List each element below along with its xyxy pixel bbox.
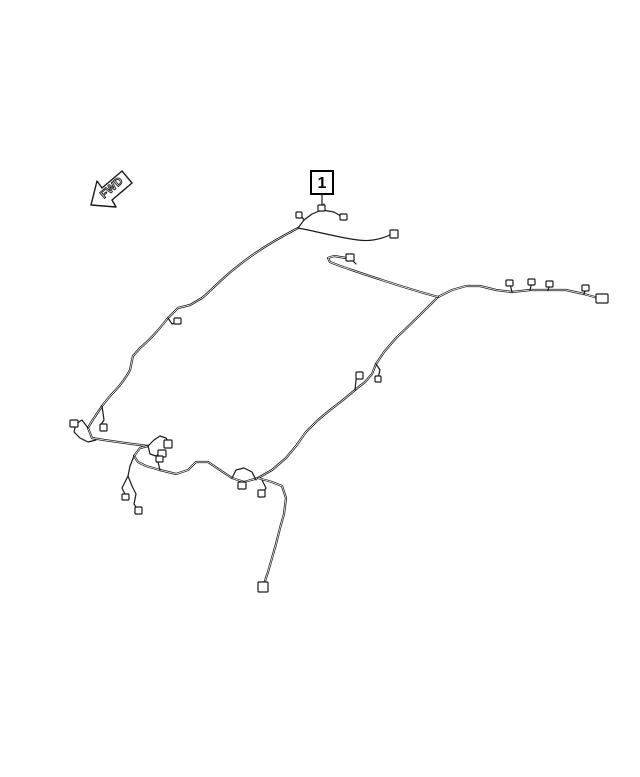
forward-arrow-icon: FWD — [90, 170, 133, 208]
harness-secondary-wires — [73, 203, 587, 511]
connector-right-1 — [505, 279, 514, 287]
harness-main-trunk — [86, 226, 600, 586]
connector-upper-left-clip — [173, 317, 182, 325]
connector-rear-2 — [257, 489, 266, 498]
connector-top-left — [295, 211, 303, 219]
harness-connectors — [69, 204, 609, 593]
connector-bottom — [257, 581, 269, 593]
connector-right-2 — [527, 278, 536, 286]
callout-number: 1 — [318, 175, 327, 192]
connector-left-5 — [155, 455, 164, 463]
connector-left-2 — [99, 423, 108, 432]
connector-top — [389, 229, 399, 239]
connector-lower-left-1 — [121, 493, 130, 501]
connector-top-branch — [339, 213, 348, 221]
connector-left-1 — [69, 419, 79, 428]
connector-callout-branch — [317, 204, 326, 212]
connector-right-3 — [545, 280, 554, 288]
connector-rear-1 — [237, 481, 247, 490]
connector-lower-left-2 — [134, 506, 143, 515]
connector-right-end — [595, 293, 609, 304]
connector-left-3 — [163, 439, 173, 449]
connector-upper-hook — [345, 253, 355, 262]
connector-mid-right — [355, 371, 364, 380]
connector-right-4 — [581, 284, 590, 292]
connector-mid-right-2 — [374, 375, 382, 383]
callout-1: 1 — [310, 170, 334, 207]
